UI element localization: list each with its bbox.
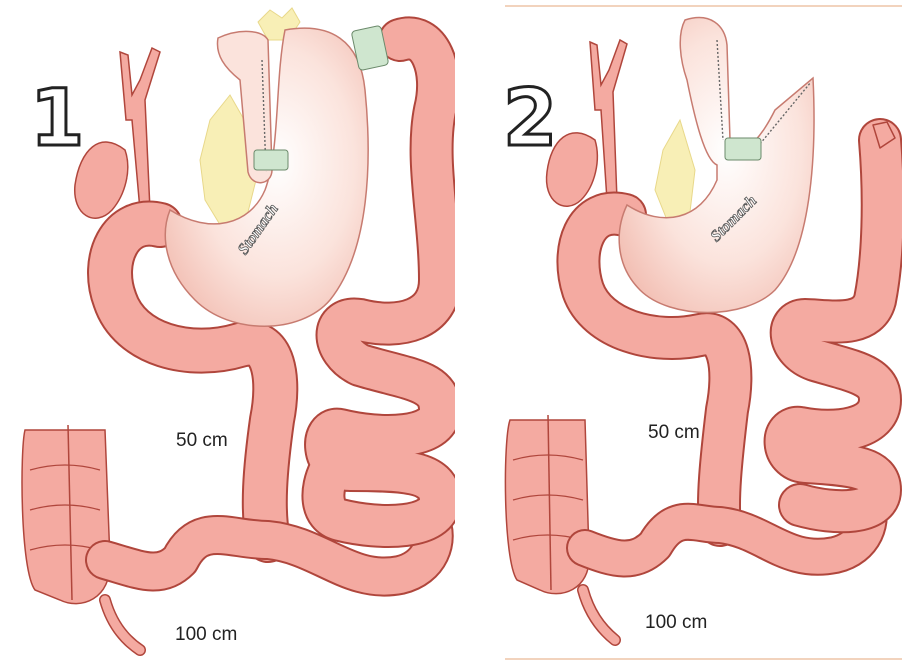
- panel-number: 1: [30, 74, 84, 164]
- panel-number: 2: [503, 74, 557, 164]
- length-label-100: 100 cm: [175, 624, 237, 645]
- stomach: [619, 18, 814, 313]
- bile-duct: [120, 48, 160, 210]
- length-label-50: 50 cm: [176, 430, 228, 451]
- length-label-50: 50 cm: [648, 422, 700, 443]
- panel-2-illustration: 2 Stomach 50 cm 100 cm: [455, 0, 902, 663]
- omentum-fat: [655, 120, 695, 220]
- colon: [505, 415, 615, 640]
- bile-duct: [590, 40, 627, 200]
- stomach: [165, 28, 368, 326]
- panel-sleeve-bypass: 2 Stomach 50 cm 100 cm: [455, 0, 902, 663]
- colon: [22, 425, 140, 650]
- length-label-100: 100 cm: [645, 612, 707, 633]
- panel-roux-en-y: 1 Stomach 50 cm 100 cm: [0, 0, 455, 663]
- panel-1-illustration: 1 Stomach 50 cm 100 cm: [0, 0, 455, 663]
